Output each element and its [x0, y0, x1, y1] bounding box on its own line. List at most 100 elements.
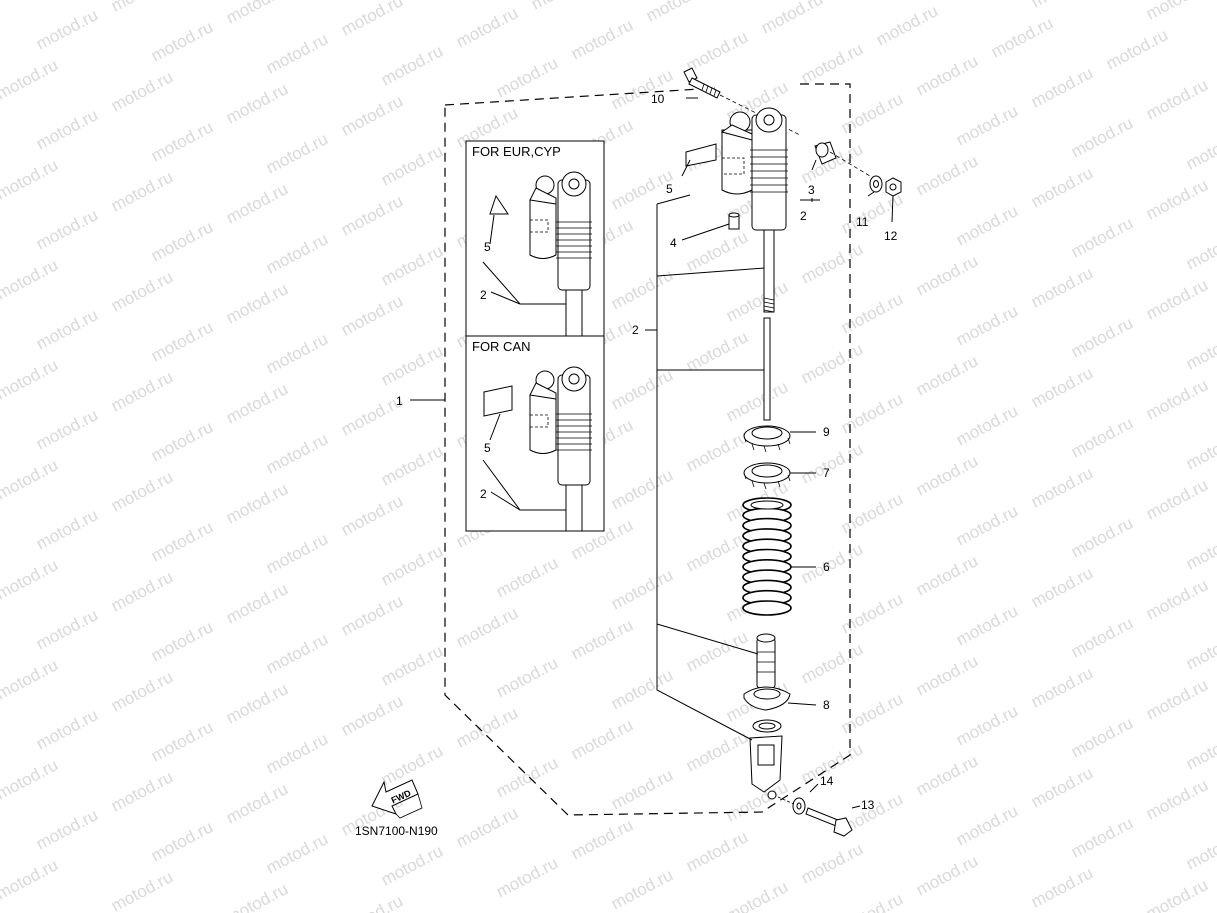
watermark-text: motod.ru — [108, 667, 176, 715]
watermark-text: motod.ru — [33, 105, 101, 153]
watermark-text: motod.ru — [1028, 763, 1096, 811]
callout-10: 10 — [651, 92, 665, 106]
watermark-text: motod.ru — [1028, 63, 1096, 111]
watermark-text: motod.ru — [338, 491, 406, 539]
watermark-text: motod.ru — [1143, 375, 1211, 423]
watermark-text: motod.ru — [1183, 225, 1217, 273]
watermark-text: motod.ru — [493, 53, 561, 101]
callout-7: 7 — [823, 466, 830, 480]
watermark-text: motod.ru — [1183, 125, 1217, 173]
watermark-text: motod.ru — [683, 427, 751, 475]
watermark-text: motod.ru — [148, 517, 216, 565]
watermark-text: motod.ru — [838, 489, 906, 537]
watermark-text: motod.ru — [798, 39, 866, 87]
watermark-text: motod.ru — [798, 339, 866, 387]
watermark-text: motod.ru — [953, 601, 1021, 649]
watermark-text: motod.ru — [223, 779, 291, 827]
watermark-text: motod.ru — [223, 579, 291, 627]
watermark-text: motod.ru — [1143, 475, 1211, 523]
watermark-text: motod.ru — [263, 29, 331, 77]
inset-can: FOR CAN — [465, 335, 605, 532]
watermark-text: motod.ru — [838, 389, 906, 437]
watermark-text: motod.ru — [798, 539, 866, 587]
watermark-text: motod.ru — [263, 229, 331, 277]
watermark-text: motod.ru — [838, 889, 906, 913]
watermark-text: motod.ru — [223, 679, 291, 727]
watermark-text: motod.ru — [493, 653, 561, 701]
watermark-text: motod.ru — [1028, 563, 1096, 611]
callout-9: 9 — [823, 425, 830, 439]
watermark-text: motod.ru — [1103, 25, 1171, 73]
watermark-text: motod.ru — [338, 191, 406, 239]
watermark-text: motod.ru — [493, 753, 561, 801]
watermark-text: motod.ru — [568, 615, 636, 663]
inset-eur-cyp: FOR EUR,CYP — [465, 140, 605, 337]
watermark-text: motod.ru — [838, 689, 906, 737]
watermark-text: motod.ru — [1068, 513, 1136, 561]
watermark-text: motod.ru — [223, 0, 291, 28]
bump-stop — [756, 633, 776, 689]
watermark-text: motod.ru — [683, 227, 751, 275]
watermark-text: motod.ru — [913, 751, 981, 799]
watermark-text: motod.ru — [1143, 75, 1211, 123]
leader-lines — [645, 97, 894, 809]
watermark-text: motod.ru — [913, 51, 981, 99]
watermark-text: motod.ru — [1143, 575, 1211, 623]
watermark-text: motod.ru — [223, 179, 291, 227]
watermark-text: motod.ru — [1143, 0, 1211, 24]
watermark-text: motod.ru — [568, 715, 636, 763]
spring-6 — [742, 497, 792, 616]
watermark-text: motod.ru — [608, 665, 676, 713]
watermark-text: motod.ru — [798, 439, 866, 487]
watermark-text: motod.ru — [1068, 613, 1136, 661]
watermark-text: motod.ru — [798, 639, 866, 687]
watermark-text: motod.ru — [1028, 0, 1096, 12]
callout-2-inset-eur: 2 — [480, 288, 487, 302]
watermark-text: motod.ru — [33, 405, 101, 453]
watermark-text: motod.ru — [568, 815, 636, 863]
watermark-text: motod.ru — [148, 117, 216, 165]
watermark-text: motod.ru — [263, 629, 331, 677]
watermark-text: motod.ru — [608, 65, 676, 113]
nut-12 — [885, 177, 902, 197]
watermark-text: motod.ru — [0, 355, 61, 403]
callout-labels: 1 2 5 5 2 2 2 3 4 5 6 7 8 9 10 11 12 13 … — [396, 92, 898, 812]
watermark-text: motod.ru — [913, 151, 981, 199]
watermark-text: motod.ru — [378, 341, 446, 389]
watermark-text: motod.ru — [913, 451, 981, 499]
watermark-text: motod.ru — [223, 479, 291, 527]
watermark-text: motod.ru — [453, 3, 521, 51]
lower-clevis — [749, 719, 783, 800]
watermark-text: motod.ru — [1143, 275, 1211, 323]
watermark-text: motod.ru — [263, 329, 331, 377]
watermark-text: motod.ru — [1028, 463, 1096, 511]
forward-arrow-icon: FWD — [371, 779, 423, 819]
watermark-text: motod.ru — [838, 589, 906, 637]
watermark-text: motod.ru — [493, 853, 561, 901]
watermark-text: motod.ru — [148, 317, 216, 365]
spring-guide-8 — [743, 686, 791, 711]
inset-can-title: FOR CAN — [472, 339, 531, 354]
watermark-text: motod.ru — [608, 565, 676, 613]
watermark-text: motod.ru — [953, 401, 1021, 449]
watermark-text: motod.ru — [338, 591, 406, 639]
watermark-text: motod.ru — [378, 141, 446, 189]
watermark-text: motod.ru — [148, 217, 216, 265]
watermark-text: motod.ru — [953, 301, 1021, 349]
watermark-text: motod.ru — [1028, 363, 1096, 411]
callout-11: 11 — [856, 215, 869, 229]
watermark-text: motod.ru — [913, 351, 981, 399]
watermark-text: motod.ru — [338, 891, 406, 913]
watermark-text: motod.ru — [758, 0, 826, 38]
watermark-text: motod.ru — [108, 767, 176, 815]
watermark-text: motod.ru — [608, 265, 676, 313]
watermark-text: motod.ru — [798, 239, 866, 287]
watermark-text: motod.ru — [223, 379, 291, 427]
watermark-text: motod.ru — [378, 841, 446, 889]
watermark-text: motod.ru — [1068, 713, 1136, 761]
callout-6: 6 — [823, 560, 830, 574]
watermark-text: motod.ru — [988, 13, 1056, 61]
watermark-text: motod.ru — [1143, 775, 1211, 823]
callout-5-inset-eur: 5 — [484, 240, 491, 254]
